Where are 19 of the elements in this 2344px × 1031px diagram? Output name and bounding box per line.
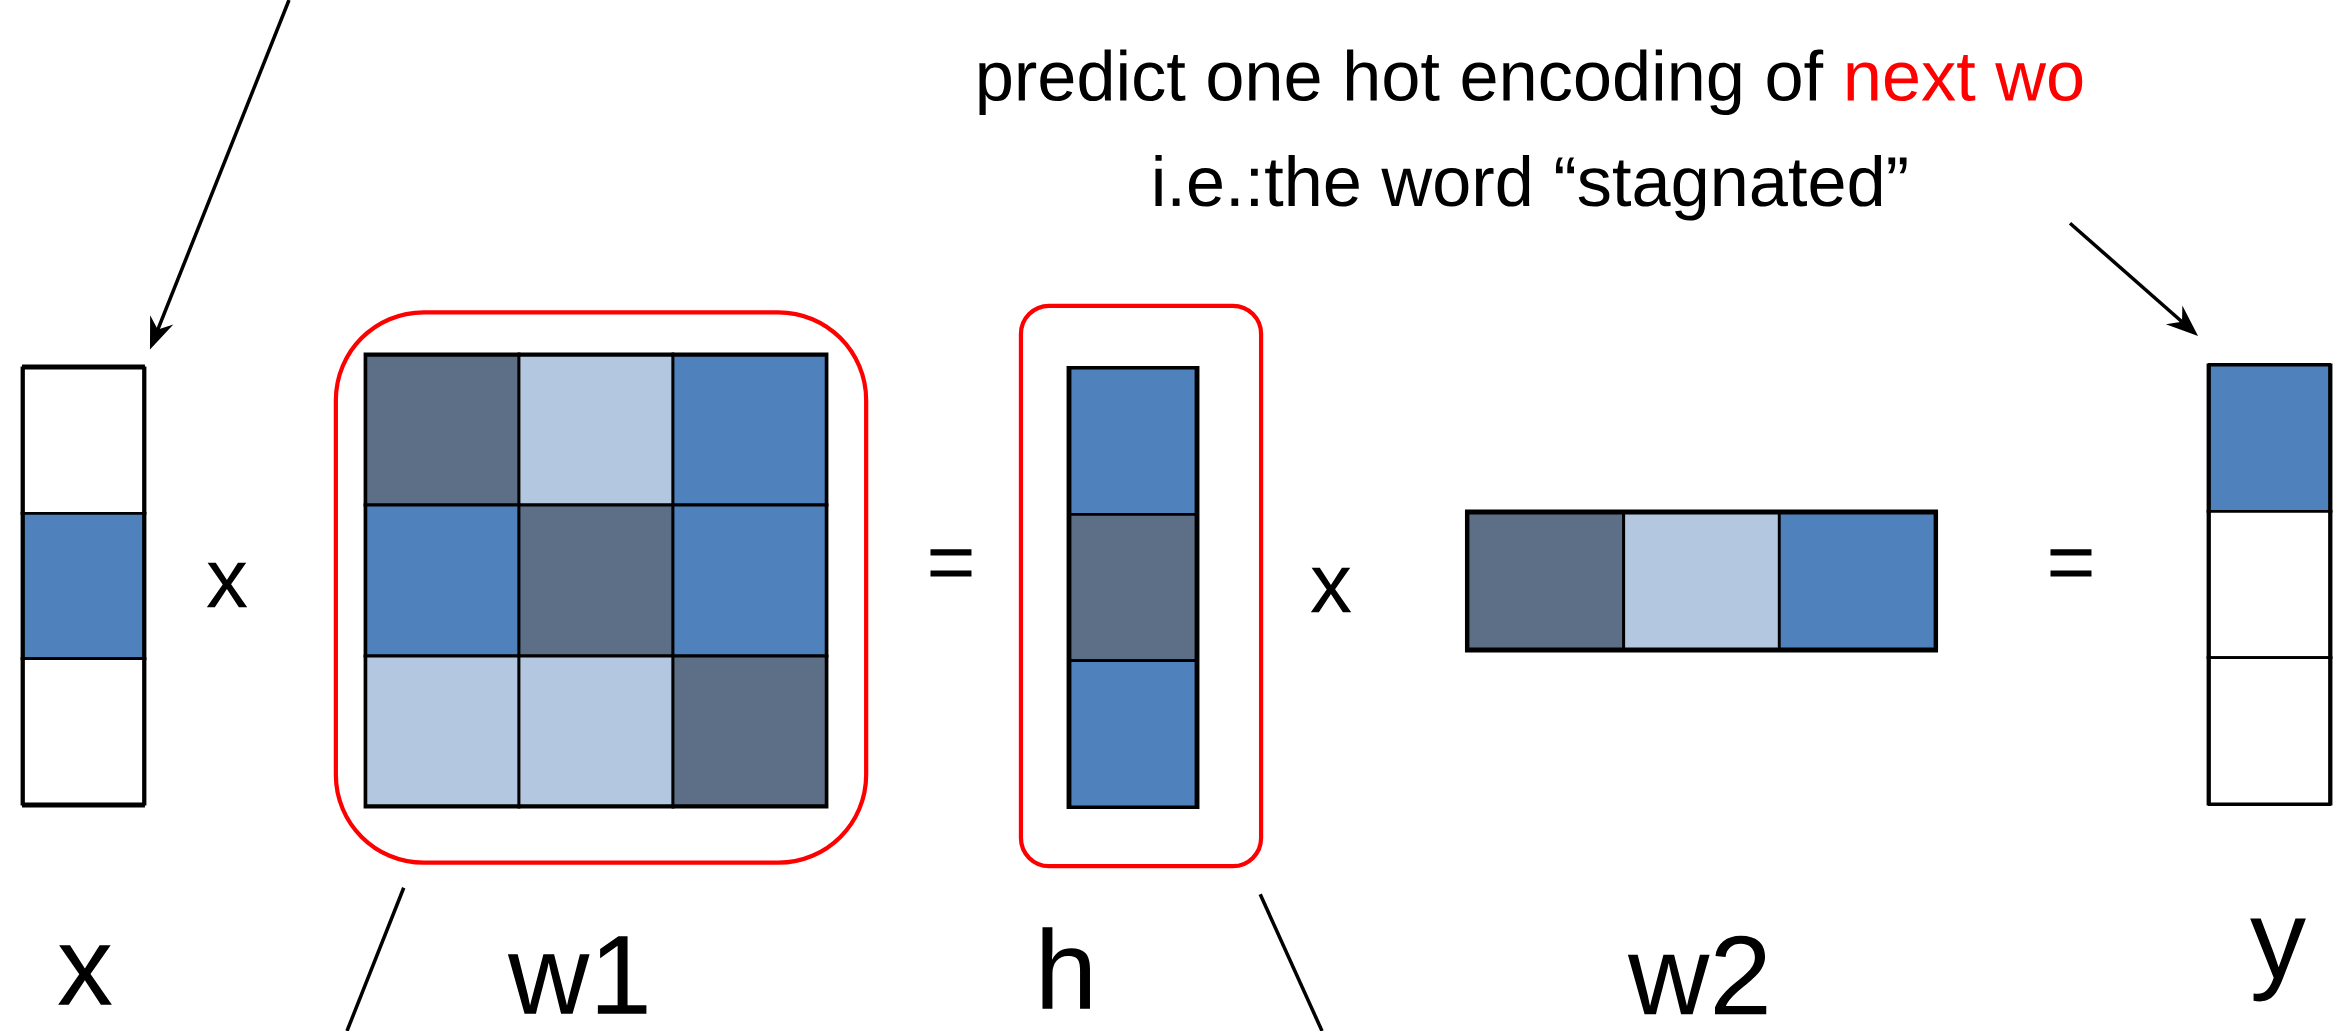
line (1258, 893, 1324, 1031)
annotation-text: predict one hot encoding of next wo i.e.:the word “stagnated” (979, 49, 2083, 221)
equals-sign: = (2050, 549, 2092, 577)
vector-drawing (2206, 362, 2333, 807)
vector-drawing (1066, 365, 1200, 810)
vector-drawing (1464, 509, 1939, 653)
rounded-frame (1018, 303, 1264, 869)
equals-sign: = (930, 549, 972, 577)
rounded-frame (333, 310, 869, 865)
node-label: w2 (1627, 935, 1767, 1015)
vector-drawing (20, 364, 147, 808)
line (345, 887, 406, 1031)
node-label: x (58, 945, 112, 1005)
multiply-sign: x (1310, 567, 1352, 613)
node-label: h (1042, 927, 1090, 1009)
node-label: y (2250, 918, 2306, 1002)
matrix-drawing (363, 352, 829, 809)
multiply-sign: x (206, 562, 248, 608)
node-label: w1 (507, 936, 647, 1014)
